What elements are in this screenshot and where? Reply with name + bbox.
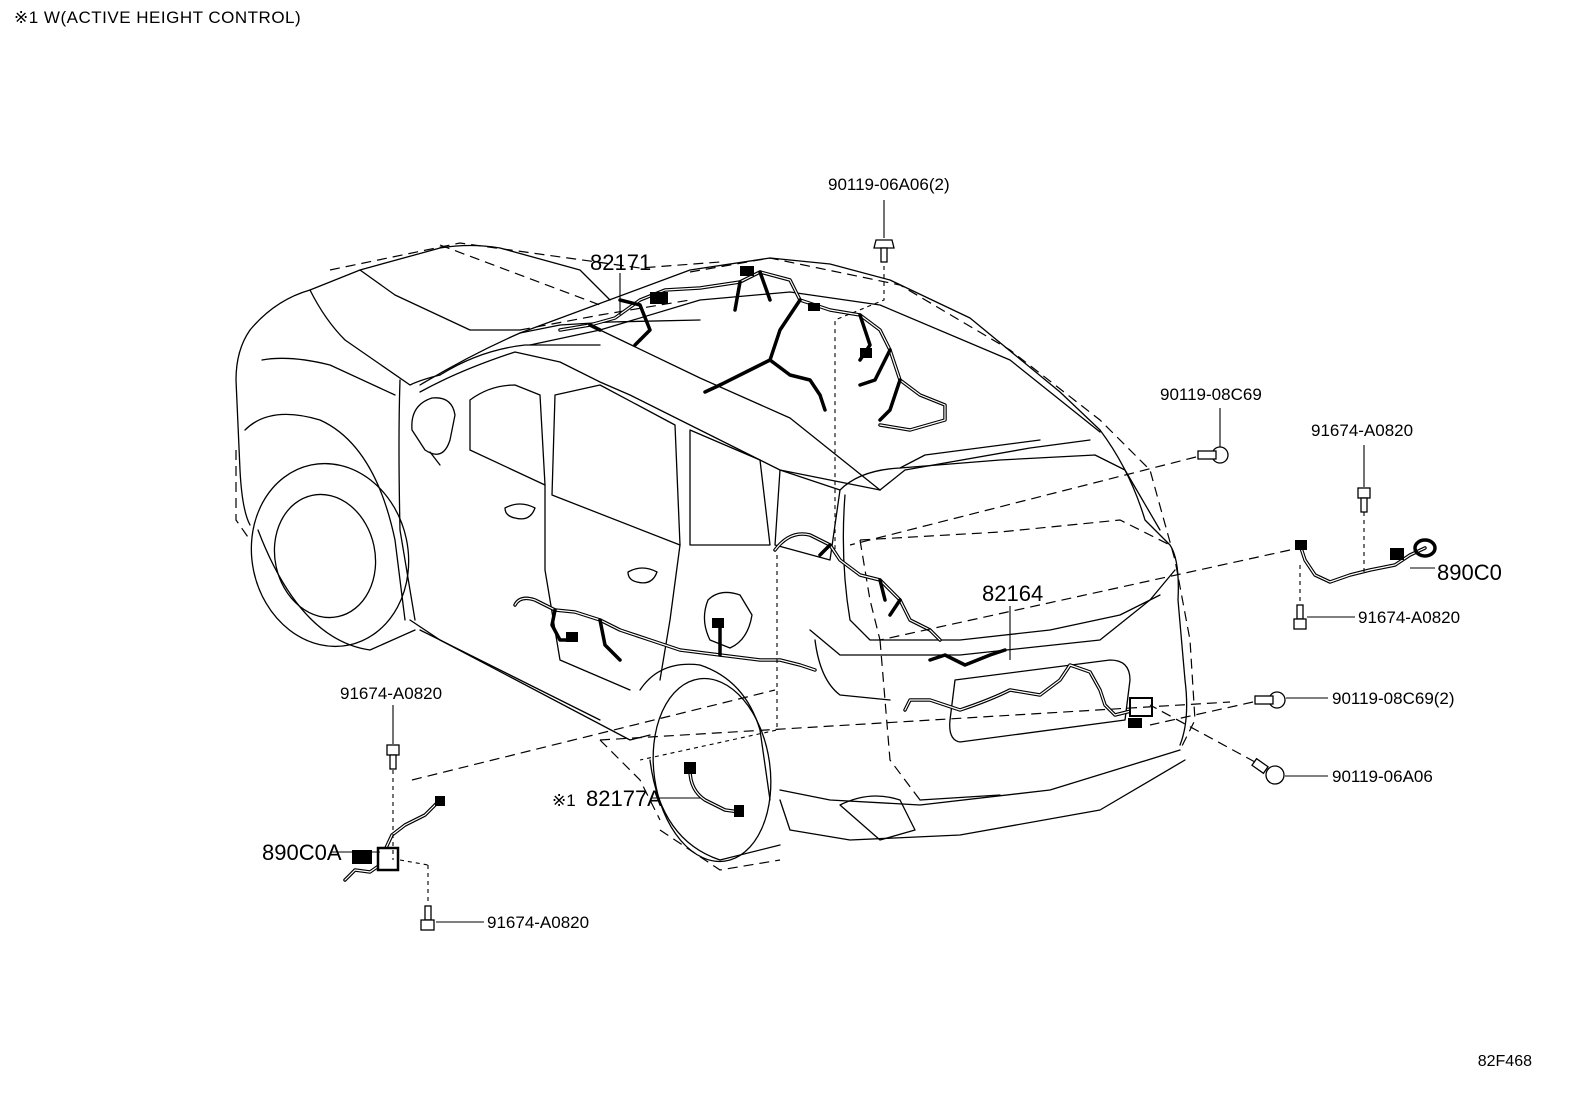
height-control-harness-82177A bbox=[684, 762, 744, 817]
body-side-harness bbox=[513, 596, 817, 672]
height-sensor-rear-right bbox=[1295, 538, 1437, 584]
label-bolt-sensor-rr-top: 91674-A0820 bbox=[1311, 421, 1413, 440]
roof-harness-82171 bbox=[558, 266, 947, 432]
back-door-harness-82164 bbox=[773, 532, 1153, 728]
label-bolt-roof: 90119-06A06(2) bbox=[828, 175, 950, 194]
bolts bbox=[386, 200, 1371, 931]
label-bolt-sensor-rr-bottom: 91674-A0820 bbox=[1358, 608, 1460, 627]
label-harness-roof: 82171 bbox=[590, 250, 651, 275]
label-harness-height-prefix: ※1 bbox=[552, 791, 576, 810]
diagram-reference-code: 82F468 bbox=[1477, 1053, 1532, 1070]
label-bolt-sensor-rl-top: 91674-A0820 bbox=[340, 684, 442, 703]
label-bolt-sensor-rl-bottom: 91674-A0820 bbox=[487, 913, 589, 932]
height-sensor-rear-left bbox=[343, 796, 445, 882]
label-harness-height: 82177A bbox=[586, 786, 662, 811]
label-harness-back-door: 82164 bbox=[982, 581, 1043, 606]
label-bolt-rear-single: 90119-06A06 bbox=[1332, 767, 1433, 786]
label-bolt-rear-pair: 90119-08C69(2) bbox=[1332, 689, 1455, 708]
label-sensor-rr: 890C0 bbox=[1437, 560, 1502, 585]
label-bolt-quarter: 90119-08C69 bbox=[1160, 385, 1262, 404]
vehicle-body-outline bbox=[235, 244, 1188, 863]
label-sensor-rl: 890C0A bbox=[262, 840, 342, 865]
variant-note: ※1 W(ACTIVE HEIGHT CONTROL) bbox=[14, 8, 302, 27]
leader-lines bbox=[332, 273, 1435, 853]
hidden-outlines bbox=[235, 242, 1196, 871]
